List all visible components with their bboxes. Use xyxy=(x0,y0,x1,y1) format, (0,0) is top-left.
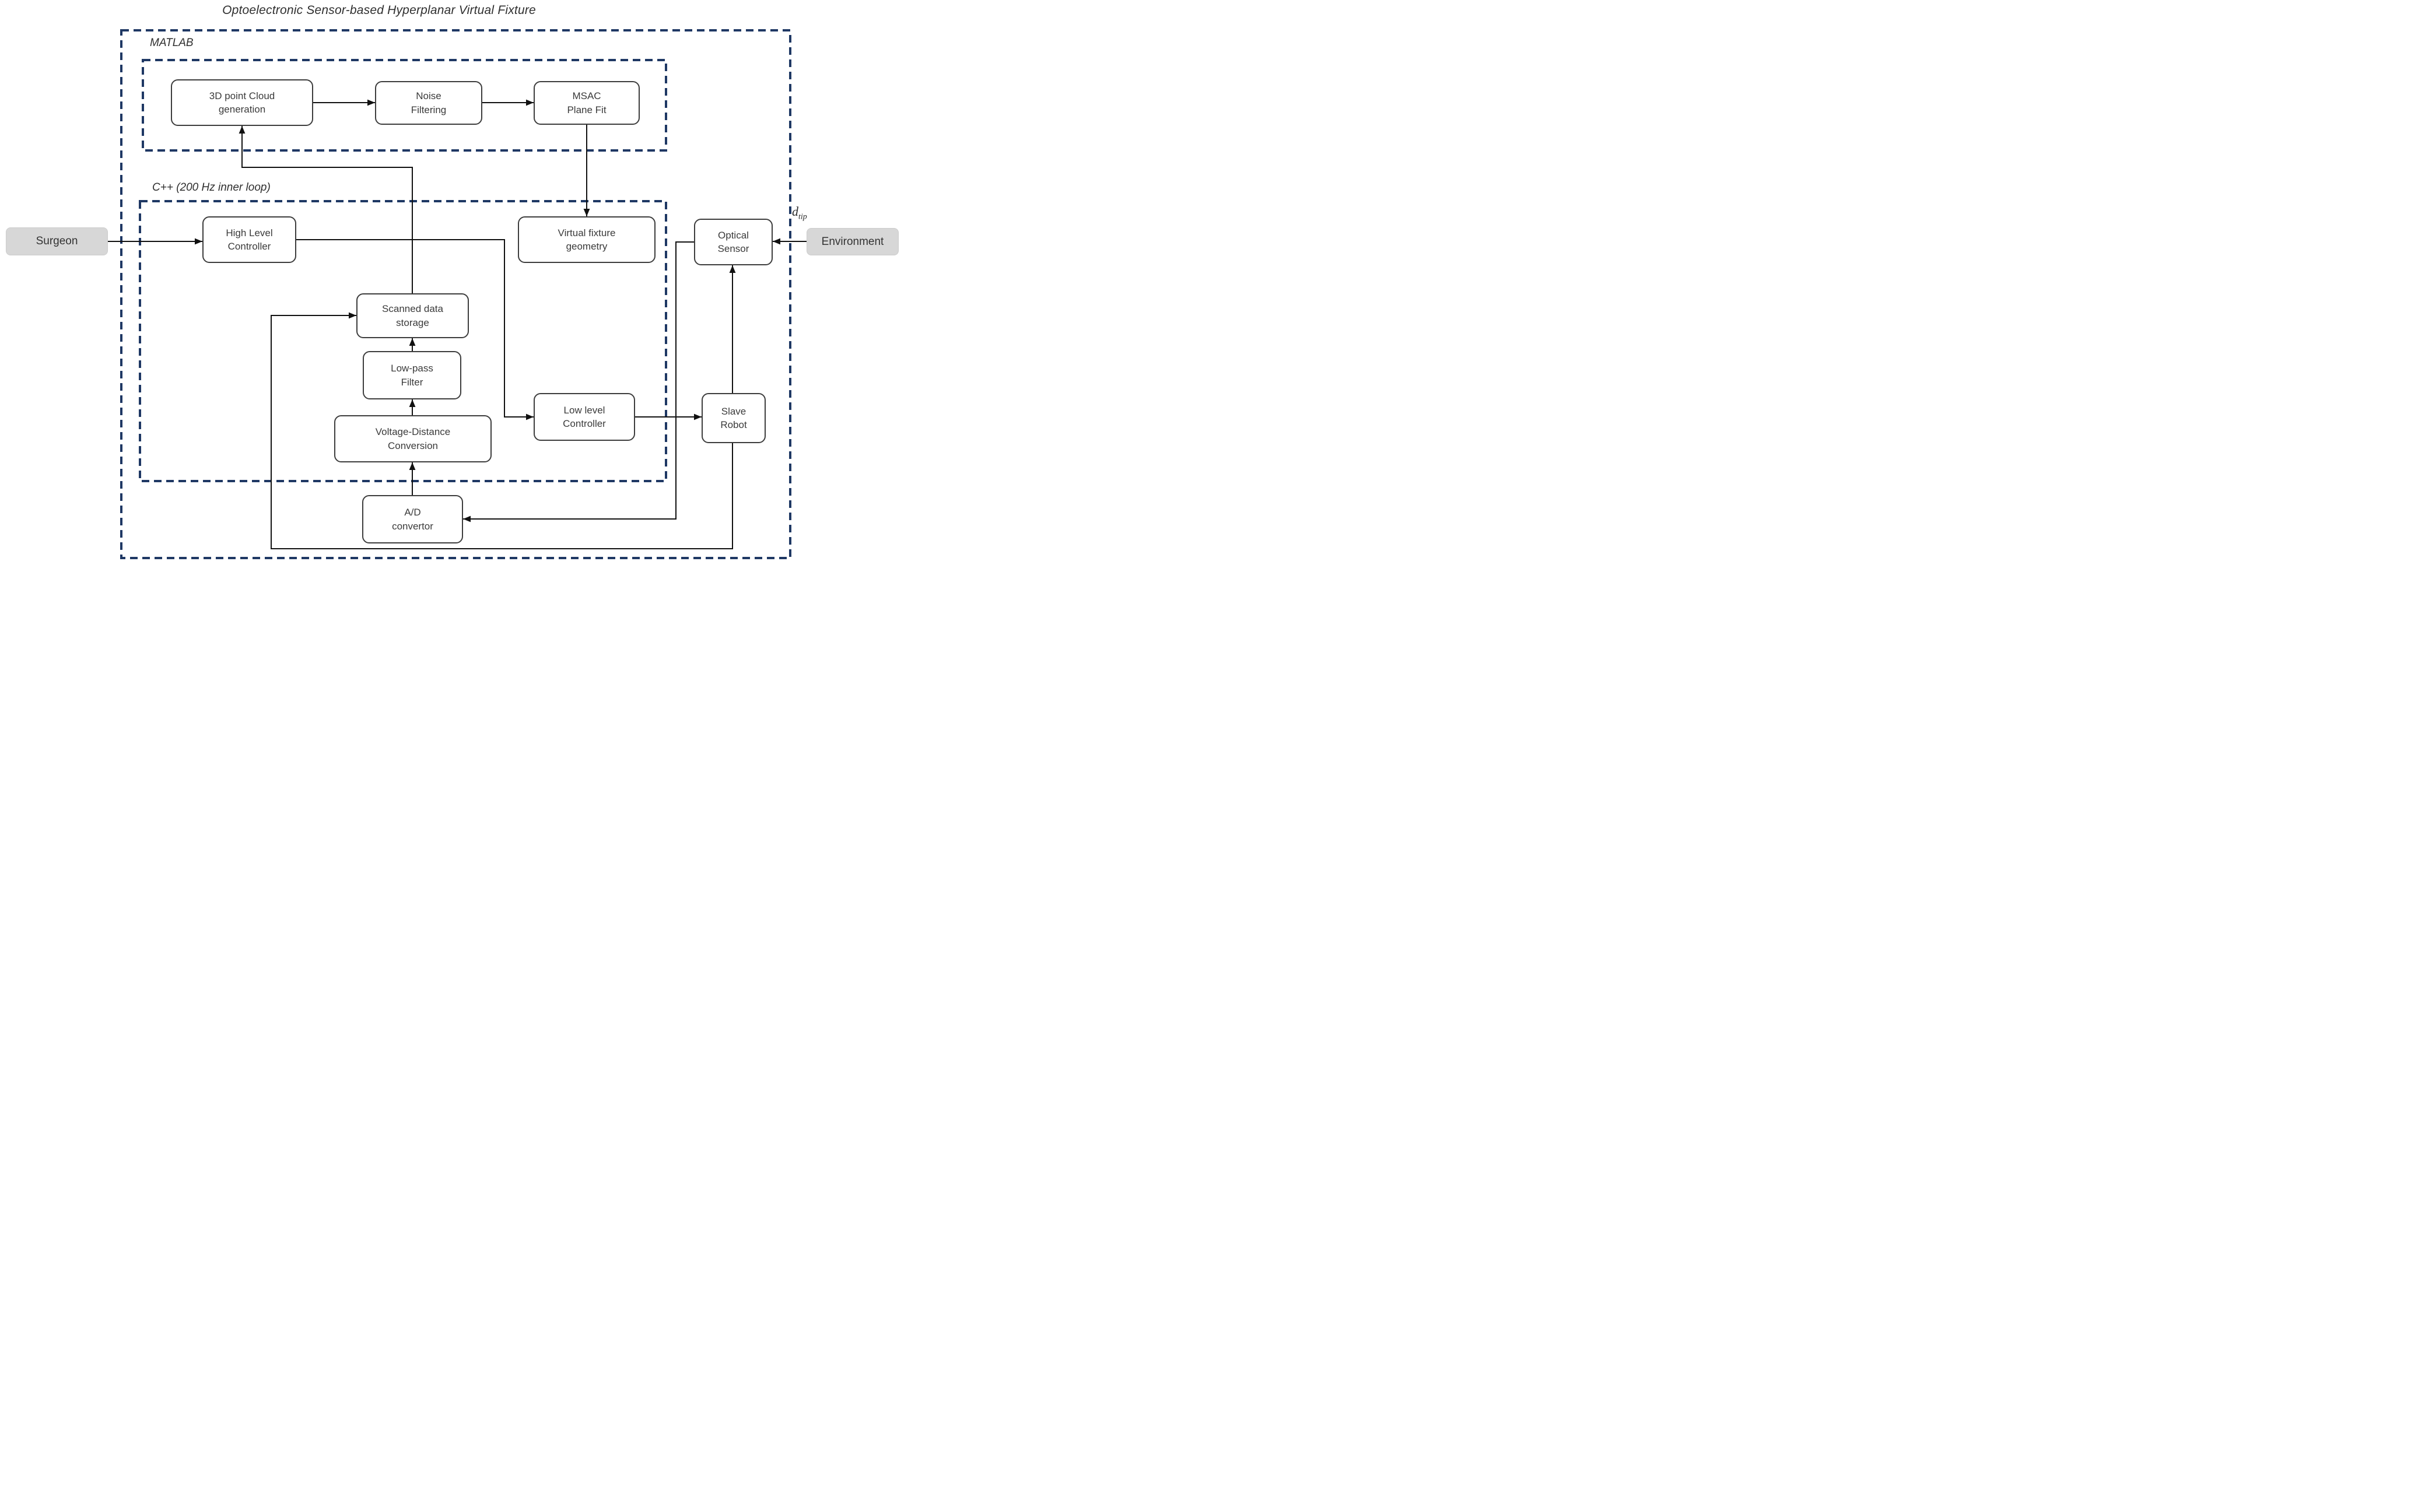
endpoint-environment: Environment xyxy=(807,228,899,255)
node-scanned-data-storage: Scanned data storage xyxy=(356,293,469,338)
node-voltage-distance-conversion: Voltage-Distance Conversion xyxy=(334,415,492,462)
node-ad-convertor: A/D convertor xyxy=(362,495,463,543)
node-point-cloud-generation: 3D point Cloud generation xyxy=(171,79,313,126)
connector-scanned-data-to-point-cloud xyxy=(239,126,413,293)
cpp-region-border xyxy=(139,200,667,482)
node-optical-sensor: Optical Sensor xyxy=(694,219,773,265)
outer-region-border xyxy=(120,29,791,559)
connector-optical-sensor-to-ad-convertor xyxy=(463,241,694,522)
connector-high-level-to-low-level-controller xyxy=(296,239,534,420)
cpp-region-label: C++ (200 Hz inner loop) xyxy=(152,181,271,194)
d-tip-base: d xyxy=(792,204,798,219)
diagram-title: Optoelectronic Sensor-based Hyperplanar … xyxy=(222,3,536,17)
matlab-region-border xyxy=(142,59,667,152)
d-tip-subscript: tip xyxy=(798,212,807,222)
node-noise-filtering: Noise Filtering xyxy=(375,81,482,125)
node-low-pass-filter: Low-pass Filter xyxy=(363,351,461,399)
node-high-level-controller: High Level Controller xyxy=(202,216,296,263)
node-low-level-controller: Low level Controller xyxy=(534,393,635,441)
connector-layer xyxy=(108,29,807,559)
connector-slave-robot-feedback-to-scanned-data xyxy=(271,312,733,549)
endpoint-surgeon: Surgeon xyxy=(6,227,108,255)
node-msac-plane-fit: MSAC Plane Fit xyxy=(534,81,640,125)
matlab-region-label: MATLAB xyxy=(150,37,194,49)
node-slave-robot: Slave Robot xyxy=(702,393,766,443)
node-virtual-fixture-geometry: Virtual fixture geometry xyxy=(518,216,656,263)
d-tip-label: dtip xyxy=(792,204,807,222)
system-block-diagram: Optoelectronic Sensor-based Hyperplanar … xyxy=(0,0,901,561)
